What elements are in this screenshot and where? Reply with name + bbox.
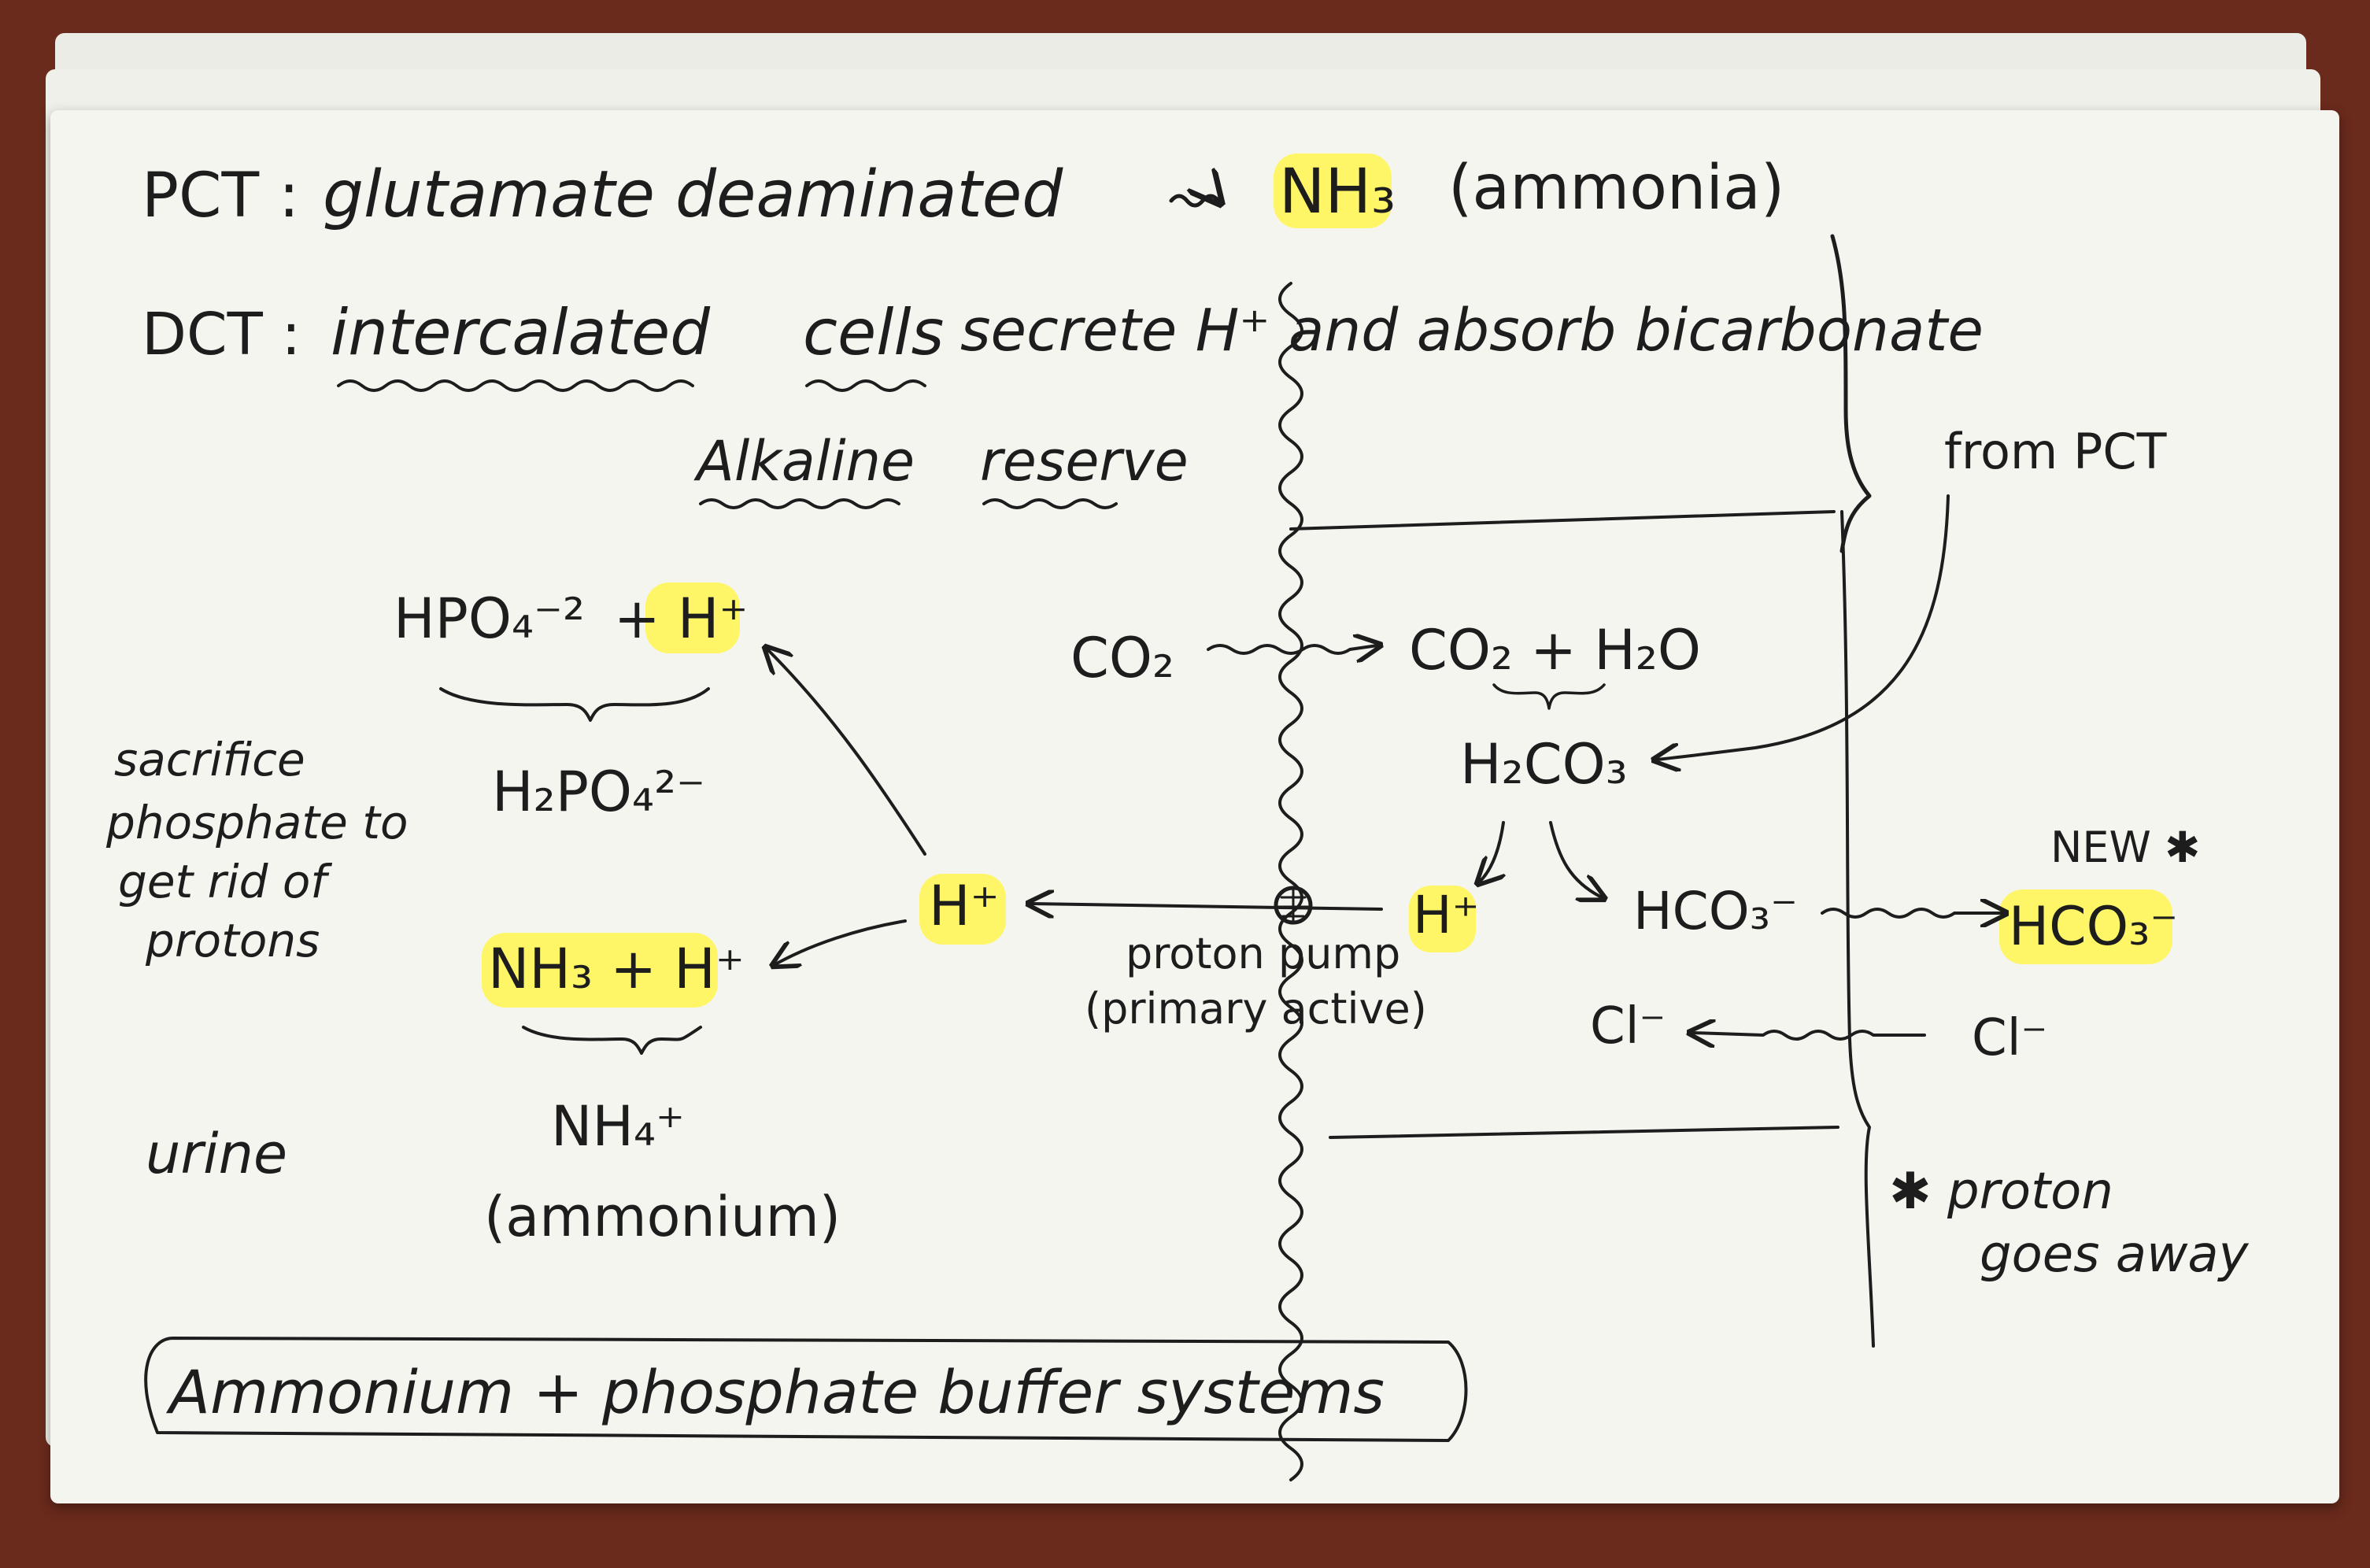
dct-word-intercalated: intercalated <box>331 296 711 369</box>
index-card <box>50 110 2339 1503</box>
highlight-nh3-top <box>1274 153 1392 228</box>
highlight-nh3-h <box>482 933 718 1008</box>
h-plus-center: H⁺ <box>929 874 1000 938</box>
hpo4-formula: HPO₄⁻² <box>394 586 585 651</box>
sacrifice-line-1: sacrifice <box>114 733 305 786</box>
basolateral-membrane-line <box>1840 510 1875 1348</box>
title-box <box>144 1337 1468 1442</box>
underline-reserve <box>982 498 1118 509</box>
proton-away-line-2: goes away <box>1980 1226 2250 1284</box>
from-pct-label: from PCT <box>1944 423 2168 480</box>
new-star-label: NEW ✱ <box>2050 823 2200 872</box>
alkaline-word: Alkaline <box>693 429 915 494</box>
underline-alkaline <box>699 498 900 509</box>
arrow-co2-in <box>1207 645 1377 653</box>
pct-product: NH₃ <box>1279 157 1396 227</box>
arrow-hco3-out <box>1821 909 2003 917</box>
underline-cells <box>805 379 926 392</box>
pct-name: (ammonia) <box>1448 153 1784 224</box>
brace-nh3 <box>522 1026 702 1055</box>
highlight-h-center <box>919 874 1006 945</box>
proton-pump-line-1: proton pump <box>1126 929 1400 978</box>
header-bracket <box>1830 234 1872 553</box>
proton-pump-hatch <box>1277 888 1310 923</box>
hco3-new: HCO₃⁻ <box>2009 896 2178 958</box>
cl-inside: Cl⁻ <box>1590 997 1666 1056</box>
proton-pump-line-2: (primary active) <box>1085 984 1427 1034</box>
from-pct-arrow <box>1657 494 1950 760</box>
arrow-h-to-nh3 <box>775 919 907 964</box>
arrow-pump-to-h <box>1031 904 1383 909</box>
h2co3-formula: H₂CO₃ <box>1460 732 1628 797</box>
pct-prefix: PCT : <box>142 161 299 231</box>
proton-pump-icon <box>1274 886 1313 925</box>
co2-h2o: CO₂ + H₂O <box>1409 618 1701 682</box>
pct-text: glutamate deaminated <box>323 157 1063 232</box>
arrow-cl-in <box>1692 1031 1926 1039</box>
nh4-formula: NH₄⁺ <box>551 1094 685 1159</box>
dct-text: secrete H⁺ and absorb bicarbonate <box>960 297 1984 364</box>
co2-left: CO₂ <box>1070 626 1174 690</box>
apical-membrane-wavy-line <box>1278 282 1303 1481</box>
sacrifice-line-3: get rid of <box>118 855 332 908</box>
cell-top-line <box>1289 510 1836 531</box>
arrow-h-to-hpo4 <box>767 649 926 856</box>
ammonium-label: (ammonium) <box>484 1185 841 1249</box>
dct-word-cells: cells <box>803 296 944 369</box>
brace-co2-h2o <box>1492 683 1606 710</box>
dct-prefix: DCT : <box>142 301 301 368</box>
h-plus-right: H⁺ <box>1413 885 1479 945</box>
highlight-h-right <box>1409 886 1476 952</box>
arrow-h2co3-to-hco3 <box>1549 821 1602 897</box>
h2po4-formula: H₂PO₄²⁻ <box>492 760 705 824</box>
highlight-h-hpo4 <box>645 582 740 653</box>
nh3-h-formula: NH₃ + H⁺ <box>488 937 745 1001</box>
sacrifice-line-4: protons <box>145 914 320 967</box>
cell-bottom-line <box>1329 1126 1839 1139</box>
underline-intercalated <box>337 379 694 392</box>
sacrifice-line-2: phosphate to <box>105 796 409 849</box>
hco3-inside: HCO₃⁻ <box>1633 881 1798 941</box>
highlight-hco3-new <box>1999 889 2172 964</box>
urine-label: urine <box>146 1122 287 1186</box>
proton-away-line-1: ✱ proton <box>1889 1163 2113 1221</box>
plus-h-formula: + H⁺ <box>614 586 749 651</box>
brace-hpo4 <box>439 687 710 722</box>
squiggle-arrow-icon <box>1169 196 1218 205</box>
reserve-word: reserve <box>980 429 1189 494</box>
cl-outside: Cl⁻ <box>1972 1009 2047 1067</box>
page-title: Ammonium + phosphate buffer systems <box>165 1357 1385 1427</box>
arrow-h2co3-to-h <box>1480 821 1503 882</box>
